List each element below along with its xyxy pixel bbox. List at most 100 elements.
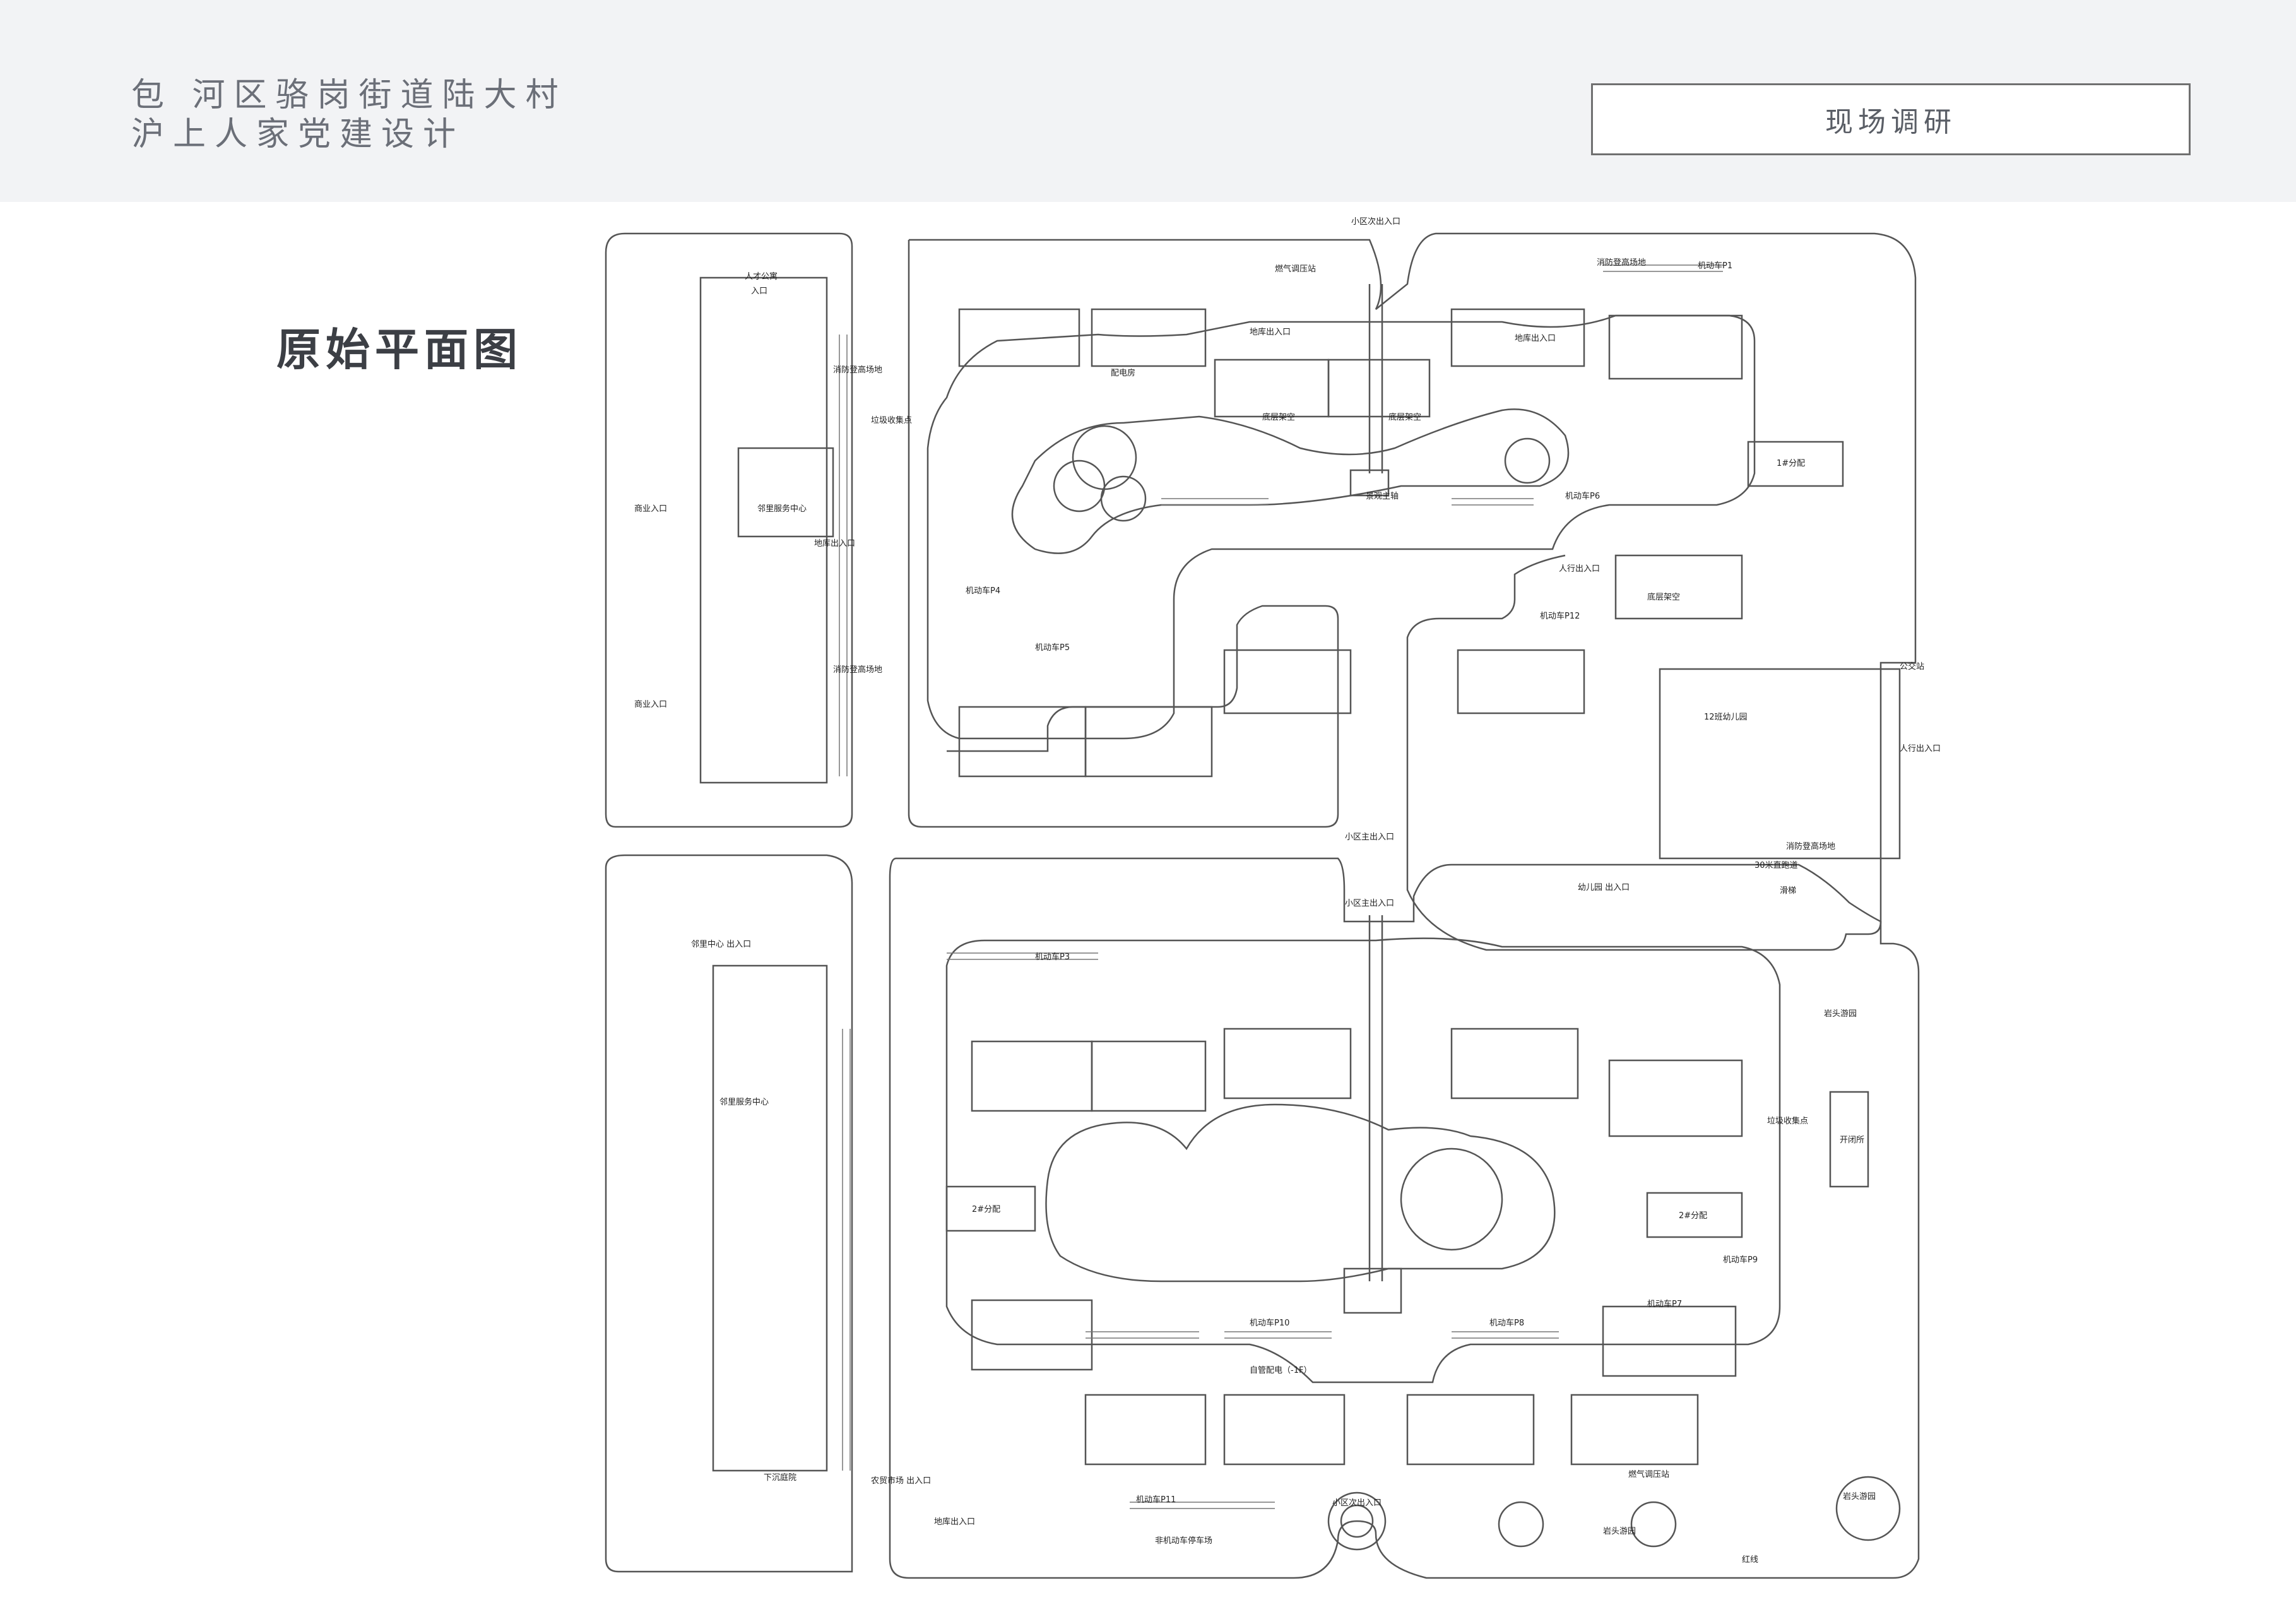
label-fire-lot-mid: 消防登高场地 xyxy=(833,665,882,675)
label-garbage: 垃圾收集点 xyxy=(871,415,912,425)
building-s7 xyxy=(971,1299,1093,1371)
label-sunken-garden: 下沉庭院 xyxy=(764,1473,796,1483)
parking-strip-west-2 xyxy=(842,1029,851,1471)
label-slides: 滑梯 xyxy=(1780,886,1796,896)
building-s4 xyxy=(1450,1028,1579,1099)
label-shop-entrance-2: 商业入口 xyxy=(634,700,667,709)
north-inner-road xyxy=(926,314,1756,740)
north-axis xyxy=(1368,284,1383,473)
south-west-boundary xyxy=(605,854,853,1573)
label-motor-p7: 机动车P7 xyxy=(1647,1299,1682,1309)
label-landscape-axis: 景观主轴 xyxy=(1366,492,1399,501)
label-fire-lot-top: 消防登高场地 xyxy=(1597,258,1646,268)
building-s8 xyxy=(1084,1394,1207,1466)
parking-strip-south-5 xyxy=(947,952,1098,960)
parking-strip-south-4 xyxy=(1130,1502,1275,1509)
site-plan-drawing: 小区次出入口 燃气调压站 消防登高场地 机动车P1 人才公寓 入口 消防登高场地… xyxy=(605,216,1941,1579)
building-s9 xyxy=(1223,1394,1346,1466)
parking-strip-north-3 xyxy=(1452,498,1534,506)
building-s5 xyxy=(1608,1059,1743,1137)
sub-distribution-box-2 xyxy=(1646,1192,1743,1238)
label-motor-p5: 机动车P5 xyxy=(1035,643,1070,653)
building-n2 xyxy=(1091,308,1207,367)
label-main-entrance-2: 小区主出入口 xyxy=(1345,899,1394,908)
label-stilts-1: 底层架空 xyxy=(1262,412,1295,422)
label-stone-square-3: 岩头游园 xyxy=(1603,1527,1636,1536)
pond-se-2 xyxy=(1630,1501,1677,1548)
label-pedestrian-entrance: 人行出入口 xyxy=(1559,564,1600,574)
parking-strip-north-2 xyxy=(1161,498,1269,506)
label-talent-apt: 人才公寓 xyxy=(745,271,778,282)
label-motor-p6: 机动车P6 xyxy=(1565,491,1600,501)
open-space-box xyxy=(1829,1091,1869,1188)
garden-pond-2 xyxy=(1053,459,1106,513)
label-bus-station: 公交站 xyxy=(1900,661,1924,672)
parking-strip-south-2 xyxy=(1224,1331,1332,1339)
label-pedestrian-entrance-2: 人行出入口 xyxy=(1900,744,1941,754)
garden-circle-east xyxy=(1504,437,1551,484)
label-red-line: 红线 xyxy=(1742,1555,1758,1565)
label-neighborhood-center-entrance: 邻里中心 出入口 xyxy=(691,940,751,949)
pond-se-1 xyxy=(1498,1501,1544,1548)
label-garage-exit-2: 地库出入口 xyxy=(1250,327,1291,337)
project-title-line1: 包 河区骆岗街道陆大村 xyxy=(131,76,567,114)
building-s10 xyxy=(1406,1394,1535,1466)
label-distribution-box: 自管配电（-1F） xyxy=(1250,1366,1311,1375)
building-n1 xyxy=(958,308,1080,367)
north-garden-ring xyxy=(1011,408,1570,554)
label-garage-exit-3: 地库出入口 xyxy=(1515,333,1556,343)
axis-node-south xyxy=(1343,1267,1402,1314)
label-north-entrance: 小区次出入口 xyxy=(1351,216,1400,227)
building-n11 xyxy=(1084,706,1213,778)
pond-se-3 xyxy=(1835,1476,1901,1541)
section-label: 现场调研 xyxy=(1825,106,1956,138)
neighborhood-center-box xyxy=(737,447,834,538)
label-sub-distribution: 2#分配 xyxy=(972,1205,1000,1214)
south-main-boundary xyxy=(889,857,1920,1579)
building-s1 xyxy=(971,1040,1093,1112)
label-gas-station: 燃气调压站 xyxy=(1275,264,1316,274)
project-title: 包 河区骆岗街道陆大村 沪上人家党建设计 xyxy=(131,76,567,154)
south-inner-road xyxy=(945,937,1781,1384)
commercial-west-2 xyxy=(712,964,828,1472)
garden-circle-south xyxy=(1400,1147,1503,1251)
label-neighborhood-center-2: 邻里服务中心 xyxy=(719,1097,769,1107)
south-axis xyxy=(1368,915,1383,1281)
garden-pond-3 xyxy=(1100,475,1147,522)
label-motor-p4: 机动车P4 xyxy=(966,586,1000,596)
building-n5 xyxy=(1450,308,1585,367)
label-track: 30米直跑道 xyxy=(1755,861,1798,870)
label-kindergarten: 12班幼儿园 xyxy=(1704,713,1748,722)
label-motor-p8: 机动车P8 xyxy=(1489,1318,1524,1328)
label-shop-entrance-1: 商业入口 xyxy=(634,504,667,514)
label-motor-p12: 机动车P12 xyxy=(1540,611,1580,621)
plan-title: 原始平面图 xyxy=(276,324,523,376)
label-stilts-2: 底层架空 xyxy=(1388,412,1421,422)
label-motor-p10: 机动车P10 xyxy=(1250,1318,1289,1328)
building-n4 xyxy=(1327,359,1431,418)
building-n3 xyxy=(1214,359,1330,418)
label-sub-distribution-2: 2#分配 xyxy=(1679,1211,1707,1221)
axis-node-north xyxy=(1349,469,1390,497)
north-east-boundary xyxy=(909,232,1917,951)
label-garbage-2: 垃圾收集点 xyxy=(1767,1116,1808,1126)
roundabout-south-inner xyxy=(1340,1504,1374,1538)
label-sub-distribution-3: 1#分配 xyxy=(1777,459,1805,468)
building-s2 xyxy=(1091,1040,1207,1112)
label-garage-exit-4: 地库出入口 xyxy=(934,1517,975,1527)
label-gas-station-2: 燃气调压站 xyxy=(1628,1469,1669,1479)
label-distribution-room: 配电房 xyxy=(1111,368,1135,378)
roundabout-south xyxy=(1327,1491,1387,1551)
section-label-box: 现场调研 xyxy=(1591,83,2191,155)
label-kinder-entrance: 幼儿园 出入口 xyxy=(1578,883,1630,892)
label-motor-p3: 机动车P3 xyxy=(1035,952,1070,962)
project-title-line2: 沪上人家党建设计 xyxy=(131,116,465,153)
sub-distribution-box-3 xyxy=(1747,441,1844,487)
parking-strip-south-3 xyxy=(1452,1331,1559,1339)
label-non-motor: 非机动车停车场 xyxy=(1155,1536,1212,1546)
label-garage-exit-1: 地库出入口 xyxy=(814,538,855,548)
south-garden-ring xyxy=(1045,1103,1556,1283)
parking-strip-south-1 xyxy=(1086,1331,1199,1339)
commercial-west-1 xyxy=(699,276,828,784)
building-n7 xyxy=(1614,554,1743,620)
